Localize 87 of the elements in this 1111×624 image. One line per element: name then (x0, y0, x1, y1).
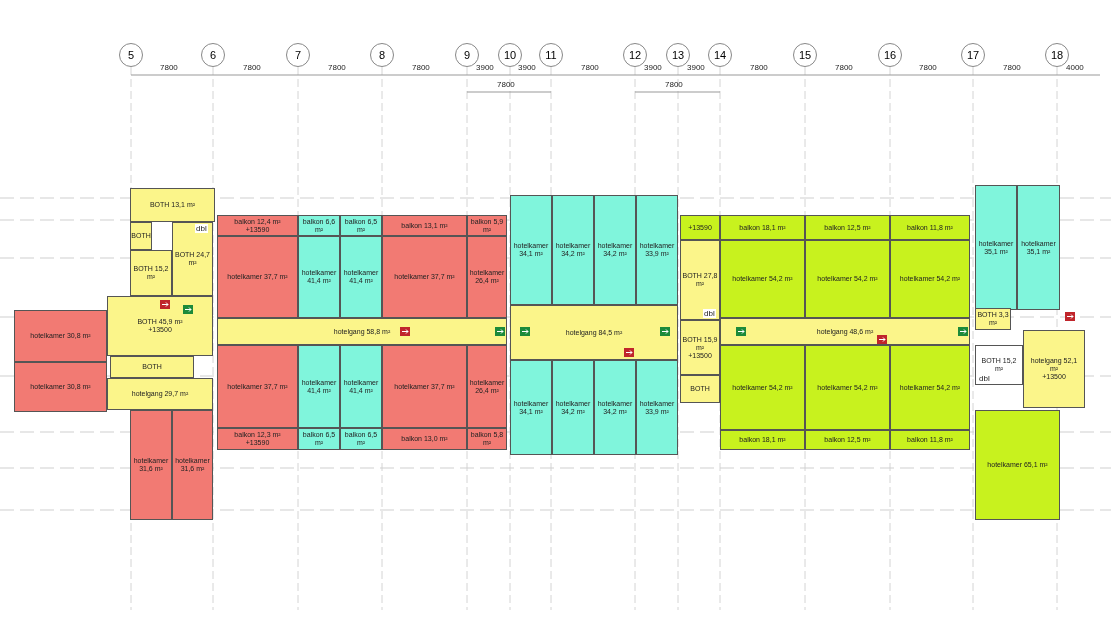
dimension-text: 7800 (750, 63, 768, 72)
dimension-text: 3900 (644, 63, 662, 72)
room (890, 345, 970, 430)
balcony (382, 215, 467, 236)
room (975, 185, 1017, 310)
room (217, 345, 298, 428)
balcony (720, 430, 805, 450)
corridor (1023, 330, 1085, 408)
balcony (680, 215, 720, 240)
dimension-text: 7800 (919, 63, 937, 72)
room (552, 360, 594, 455)
room (298, 345, 340, 428)
room (14, 362, 107, 412)
room (130, 410, 172, 520)
hall (107, 296, 213, 356)
dimension-text: 7800 (243, 63, 261, 72)
corridor (510, 305, 678, 360)
room (552, 195, 594, 305)
grid-axis-number: 13 (666, 43, 690, 67)
grid-axis-number: 11 (539, 43, 563, 67)
dimension-text: 7800 (160, 63, 178, 72)
corridor (720, 318, 970, 345)
lift-shaft (110, 356, 194, 378)
grid-axis-number: 16 (878, 43, 902, 67)
room (130, 250, 172, 296)
room (467, 345, 507, 428)
room (382, 345, 467, 428)
stairwell (975, 345, 1023, 385)
grid-axis-number: 15 (793, 43, 817, 67)
stairwell (130, 188, 215, 222)
dimension-text: 7800 (412, 63, 430, 72)
lift-shaft (130, 222, 152, 250)
room (636, 195, 678, 305)
balcony (890, 430, 970, 450)
dimension-text: 7800 (665, 80, 683, 89)
room (975, 410, 1060, 520)
dimension-text: 7800 (581, 63, 599, 72)
room (720, 240, 805, 318)
grid-axis-number: 7 (286, 43, 310, 67)
balcony (805, 430, 890, 450)
dimension-text: 7800 (328, 63, 346, 72)
dimension-text: 7800 (1003, 63, 1021, 72)
balcony (805, 215, 890, 240)
grid-axis-number: 8 (370, 43, 394, 67)
door-mark: dbl (978, 374, 991, 383)
room (805, 240, 890, 318)
balcony (720, 215, 805, 240)
stairwell (680, 240, 720, 320)
dimension-text: 3900 (687, 63, 705, 72)
door-mark: dbl (195, 224, 208, 233)
room (172, 410, 213, 520)
room (467, 236, 507, 318)
grid-axis-number: 17 (961, 43, 985, 67)
hall (680, 320, 720, 375)
corridor (107, 378, 213, 410)
lift-shaft (680, 375, 720, 403)
room (340, 236, 382, 318)
balcony (217, 215, 298, 236)
room (594, 360, 636, 455)
corridor (217, 318, 507, 345)
grid-axis-number: 12 (623, 43, 647, 67)
dimension-text: 7800 (497, 80, 515, 89)
grid-axis-number: 5 (119, 43, 143, 67)
room (1017, 185, 1060, 310)
room (720, 345, 805, 430)
room (594, 195, 636, 305)
room (890, 240, 970, 318)
balcony (382, 428, 467, 450)
grid-axis-number: 9 (455, 43, 479, 67)
grid-axis-number: 14 (708, 43, 732, 67)
stairwell (172, 222, 213, 296)
room (14, 310, 107, 362)
balcony (890, 215, 970, 240)
room (298, 236, 340, 318)
room (217, 236, 298, 318)
room (805, 345, 890, 430)
room (382, 236, 467, 318)
grid-axis-number: 6 (201, 43, 225, 67)
dimension-text: 7800 (835, 63, 853, 72)
room (340, 345, 382, 428)
dimension-text: 3900 (476, 63, 494, 72)
door-mark: dbl (703, 309, 716, 318)
room (510, 360, 552, 455)
room (510, 195, 552, 305)
room (636, 360, 678, 455)
dimension-text: 4000 (1066, 63, 1084, 72)
balcony (217, 428, 298, 450)
